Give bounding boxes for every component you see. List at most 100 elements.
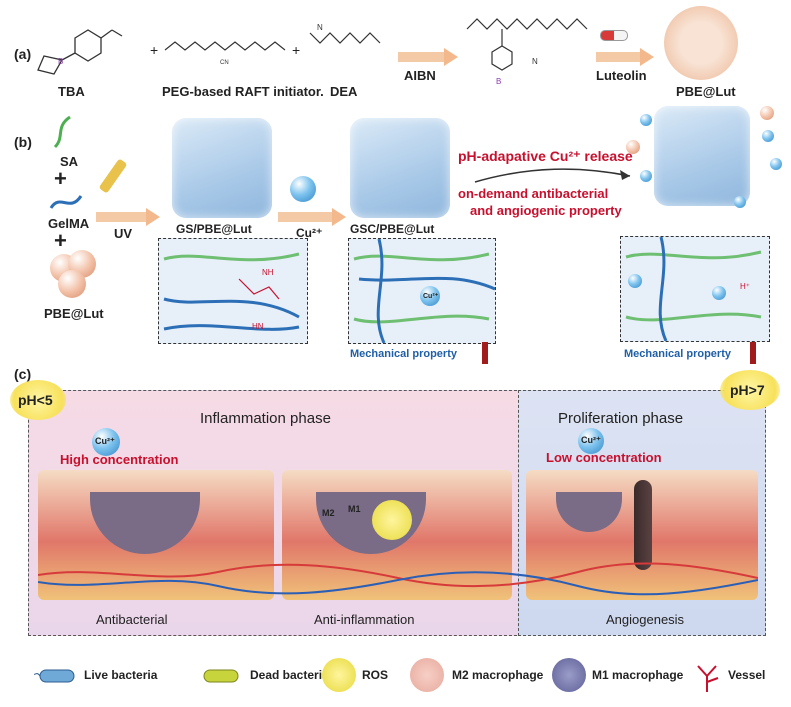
gs-label: GS/PBE@Lut bbox=[176, 222, 252, 236]
mech-label-1: Mechanical property bbox=[350, 348, 457, 360]
live-bacteria-icon bbox=[34, 669, 75, 683]
plus-b2: + bbox=[54, 228, 67, 253]
legend-vessel: Vessel bbox=[728, 668, 766, 682]
anti-inflammation-label: Anti-inflammation bbox=[314, 612, 415, 627]
uv-lamp-icon bbox=[98, 158, 128, 194]
legend-dead-bacteria: Dead bacteria bbox=[250, 668, 329, 682]
on-demand-label-2: and angiogenic property bbox=[470, 203, 622, 218]
ros-cluster bbox=[372, 500, 412, 540]
nh-label-2: HN bbox=[252, 322, 264, 331]
cu-bead-released-2 bbox=[712, 286, 726, 300]
legend-m2-macrophage: M2 macrophage bbox=[452, 668, 544, 682]
mech-down-arrow bbox=[750, 342, 756, 364]
uv-arrow-head bbox=[146, 208, 160, 226]
inflammation-title: Inflammation phase bbox=[200, 410, 331, 427]
released-cu-5 bbox=[640, 170, 652, 182]
ph-low-label: pH<5 bbox=[18, 392, 53, 408]
gelma-label: GelMA bbox=[48, 216, 90, 231]
luteolin-arrow-head bbox=[640, 48, 654, 66]
peg-label: PEG-based RAFT initiator. bbox=[162, 84, 324, 99]
released-pbe-1 bbox=[626, 140, 640, 154]
legend-live-bacteria: Live bacteria bbox=[84, 668, 158, 682]
on-demand-label-1: on-demand antibacterial bbox=[458, 186, 609, 201]
mech-label-2: Mechanical property bbox=[624, 348, 731, 360]
luteolin-label: Luteolin bbox=[596, 68, 647, 83]
plus-2: + bbox=[292, 42, 301, 58]
cu-arrow-shaft bbox=[278, 212, 332, 222]
mech-up-arrow bbox=[482, 342, 488, 364]
pbe-lut-nanoparticle bbox=[664, 6, 738, 80]
released-cu-1 bbox=[640, 114, 652, 126]
dead-bacteria-icon bbox=[203, 669, 239, 683]
cu-bead-gsc bbox=[420, 286, 440, 306]
cu-bead-high-label: Cu²⁺ bbox=[95, 436, 115, 446]
pbe-particle-3 bbox=[58, 270, 86, 298]
vessel-lines bbox=[38, 562, 758, 596]
dea-structure: N bbox=[309, 23, 381, 44]
tba-label: TBA bbox=[58, 84, 85, 99]
ph-high-burst bbox=[720, 370, 780, 410]
uv-label: UV bbox=[114, 226, 133, 241]
m2-label: M2 bbox=[322, 508, 335, 518]
low-concentration-label: Low concentration bbox=[546, 450, 662, 465]
cu-arrow-head bbox=[332, 208, 346, 226]
m1-macrophage-icon bbox=[552, 658, 586, 692]
svg-text:N: N bbox=[532, 57, 538, 66]
aibn-arrow-shaft bbox=[398, 52, 444, 62]
sa-label: SA bbox=[60, 154, 79, 169]
released-hydrogel-cube bbox=[654, 106, 750, 206]
m2-macrophage-icon bbox=[410, 658, 444, 692]
dea-label: DEA bbox=[330, 84, 358, 99]
panel-b-label: (b) bbox=[14, 134, 32, 150]
uv-arrow-shaft bbox=[96, 212, 146, 222]
ph-high-label: pH>7 bbox=[730, 382, 765, 398]
m1-label: M1 bbox=[348, 504, 361, 514]
legend-ros: ROS bbox=[362, 668, 389, 682]
svg-text:B: B bbox=[58, 57, 63, 66]
angiogenesis-label: Angiogenesis bbox=[606, 612, 685, 627]
panel-a-label: (a) bbox=[14, 46, 32, 62]
cu-bead-released-1 bbox=[628, 274, 642, 288]
release-label: pH-adapative Cu²⁺ release bbox=[458, 148, 633, 164]
legend: Live bacteria Dead bacteria ROS M2 macro… bbox=[0, 650, 791, 702]
high-concentration-label: High concentration bbox=[60, 452, 179, 467]
cu-bead-low bbox=[578, 428, 604, 454]
peg-structure: CN bbox=[164, 41, 286, 66]
proliferation-title: Proliferation phase bbox=[558, 410, 684, 427]
gelma-strand-icon bbox=[49, 195, 83, 209]
pbe-lut-label-a: PBE@Lut bbox=[676, 84, 736, 99]
cu-bead-gsc-label: Cu²⁺ bbox=[423, 293, 439, 300]
released-zoom-box bbox=[620, 236, 770, 342]
cu-bead-low-label: Cu²⁺ bbox=[581, 435, 601, 445]
cu-bead-high bbox=[92, 428, 120, 456]
gsc-label: GSC/PBE@Lut bbox=[350, 222, 435, 236]
plus-1: + bbox=[150, 42, 159, 58]
polymer-structure: B N bbox=[466, 18, 588, 86]
ph-low-burst bbox=[10, 380, 66, 420]
release-arrow bbox=[474, 168, 631, 183]
gsc-hydrogel-cube bbox=[350, 118, 450, 218]
svg-text:N: N bbox=[317, 23, 323, 32]
antibacterial-label: Antibacterial bbox=[96, 612, 168, 627]
vessel-icon bbox=[697, 665, 719, 692]
released-pbe-2 bbox=[760, 106, 774, 120]
legend-m1-macrophage: M1 macrophage bbox=[592, 668, 684, 682]
luteolin-capsule-icon bbox=[600, 30, 628, 41]
ros-icon bbox=[322, 658, 356, 692]
svg-text:B: B bbox=[496, 77, 501, 86]
aibn-arrow-head bbox=[444, 48, 458, 66]
released-cu-3 bbox=[770, 158, 782, 170]
aibn-label: AIBN bbox=[404, 68, 436, 83]
pbe-lut-label-b: PBE@Lut bbox=[44, 306, 104, 321]
hair-follicle bbox=[634, 480, 652, 570]
cu-ion-bead bbox=[290, 176, 316, 202]
h-plus-label: H⁺ bbox=[740, 282, 750, 291]
gs-zoom-box bbox=[158, 238, 308, 344]
released-cu-4 bbox=[734, 196, 746, 208]
panel-c-label: (c) bbox=[14, 366, 32, 382]
tba-structure: B bbox=[37, 29, 123, 75]
plus-b1: + bbox=[54, 166, 67, 191]
cu-arrow-label: Cu²⁺ bbox=[296, 226, 323, 240]
released-cu-2 bbox=[762, 130, 774, 142]
nh-label-1: NH bbox=[262, 268, 274, 277]
